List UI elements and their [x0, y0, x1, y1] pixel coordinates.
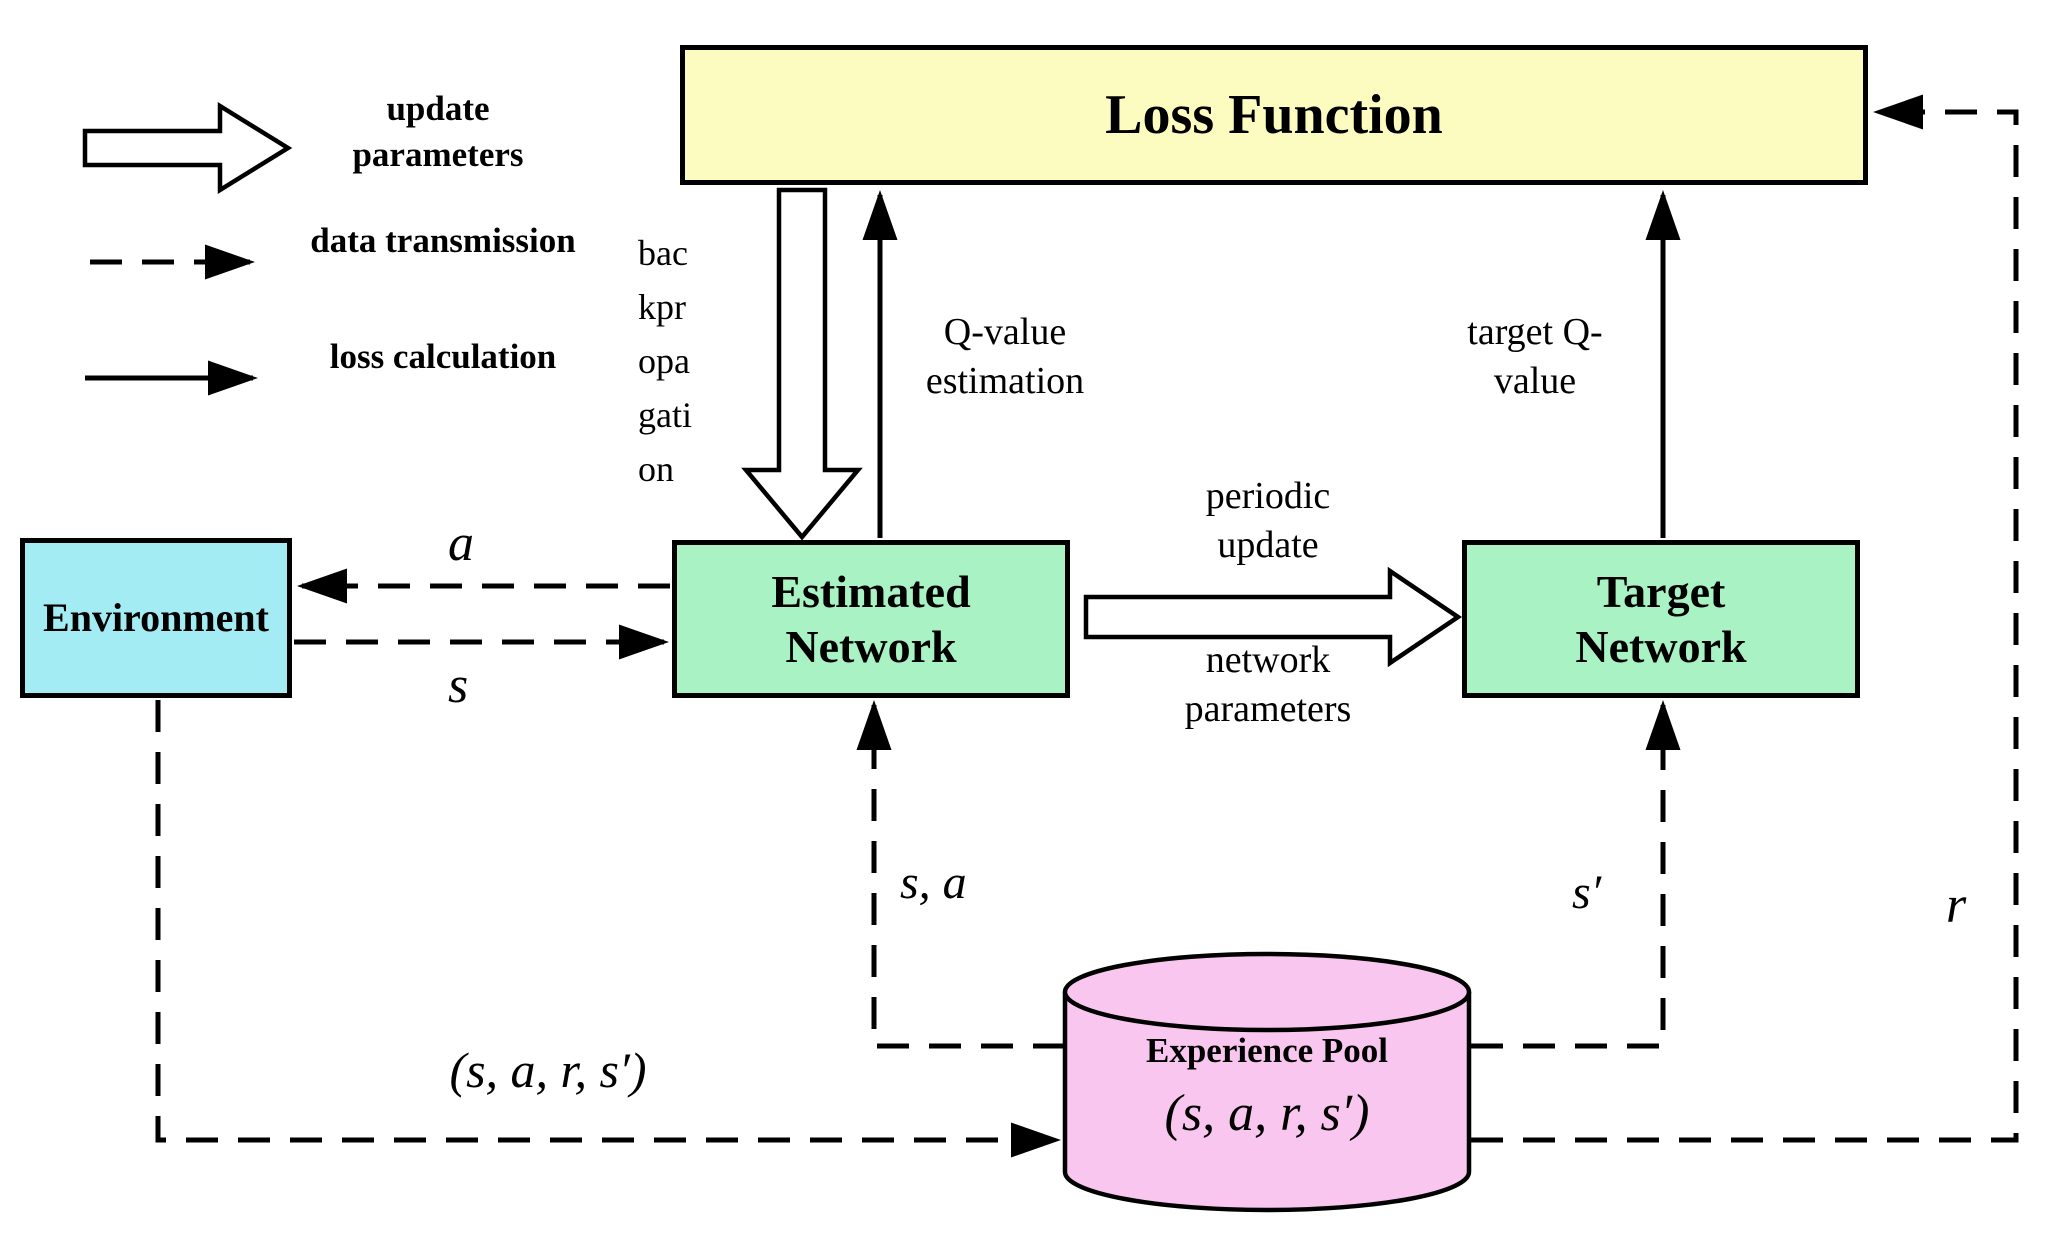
state-label: s	[448, 657, 469, 714]
network-parameters-label: network parameters	[1184, 639, 1352, 731]
state-action-arrow	[856, 700, 1065, 1049]
legend-loss-calculation-label: loss calculation	[329, 337, 557, 376]
environment-label: Environment	[43, 595, 269, 640]
legend-update-parameters-icon	[82, 101, 293, 195]
target-q-value-label: target Q-value	[1467, 311, 1603, 403]
legend-update-parameters-label: update parameters	[352, 89, 524, 174]
target-network-box: Target Network	[1462, 540, 1860, 698]
environment-box: Environment	[20, 538, 292, 698]
experience-pool-tuple: (s, a, r, s′)	[1164, 1085, 1370, 1142]
reward-arrow	[1471, 94, 2019, 1143]
transition-tuple-label: (s, a, r, s′)	[449, 1042, 647, 1098]
loss-function-box: Loss Function	[680, 45, 1868, 185]
q-value-estimation-label: Q-value estimation	[925, 311, 1085, 403]
backpropagation-arrow	[741, 187, 863, 541]
periodic-update-label: periodic update	[1205, 475, 1331, 567]
action-label: a	[448, 515, 474, 572]
experience-pool-cylinder	[1062, 951, 1472, 1213]
transition-tuple-arrow	[155, 700, 1061, 1158]
experience-pool-title: Experience Pool	[1145, 1031, 1389, 1070]
estimated-network-label: Estimated Network	[771, 565, 971, 672]
backpropagation-label: backpropagation	[638, 233, 692, 489]
legend-data-transmission-label: data transmission	[310, 221, 576, 260]
target-network-label: Target Network	[1575, 565, 1747, 672]
periodic-update-arrow	[1083, 566, 1463, 668]
state-action-label: s, a	[900, 856, 967, 909]
next-state-label: s′	[1572, 866, 1602, 919]
estimated-network-box: Estimated Network	[672, 540, 1070, 698]
next-state-arrow	[1471, 700, 1681, 1049]
loss-function-label: Loss Function	[1105, 84, 1443, 146]
reward-label: r	[1946, 877, 1967, 934]
